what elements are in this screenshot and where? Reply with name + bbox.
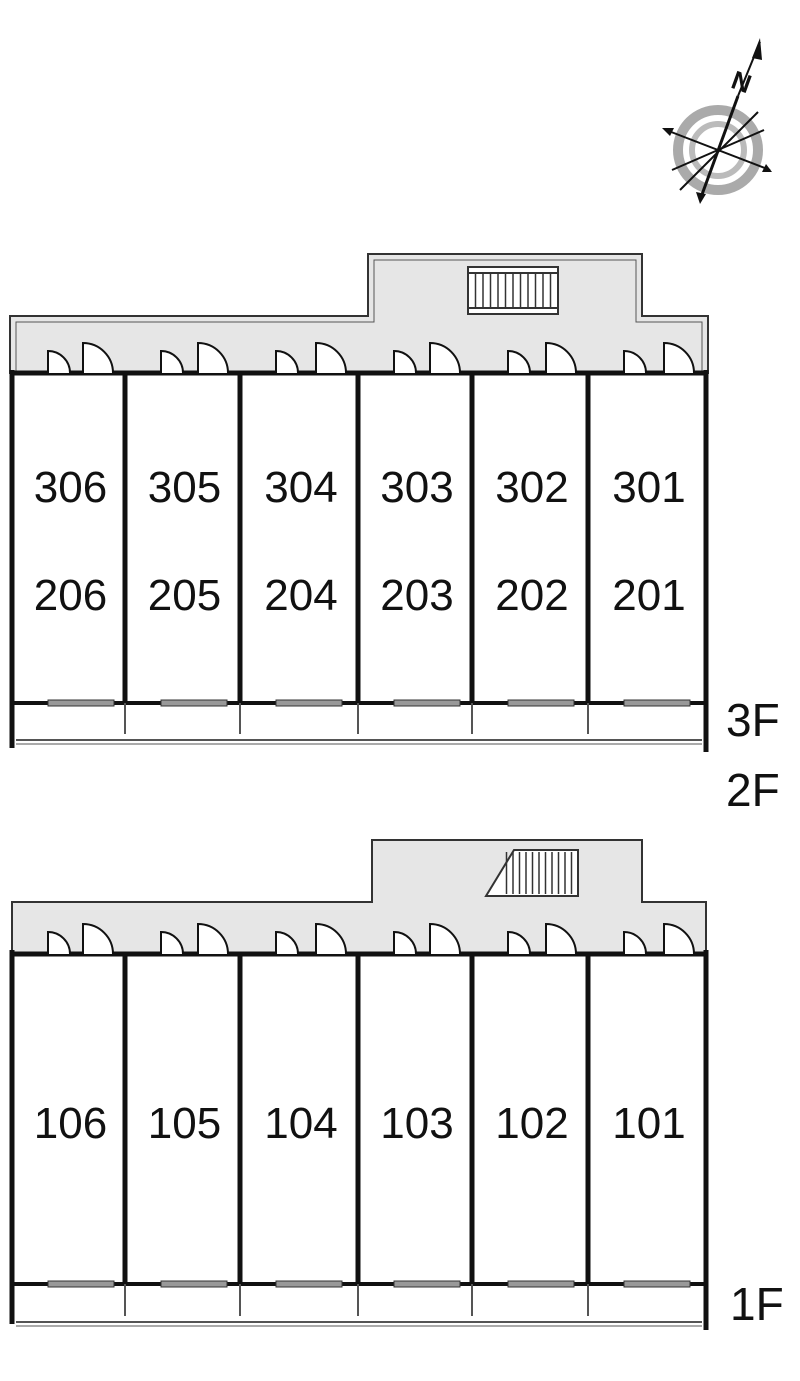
unit-number: 103 [380, 1099, 453, 1148]
unit-number: 105 [148, 1099, 221, 1148]
entrance-door-icon [82, 922, 114, 955]
entrance-door-icon [429, 341, 461, 374]
meter-box-door-icon [47, 930, 71, 955]
balcony-window [160, 1280, 228, 1288]
unit-number: 305 [148, 463, 221, 512]
entrance-door-icon [315, 341, 347, 374]
lower-block: 106 105 104 103 102 101 1F [9, 839, 784, 1330]
unit-number: 203 [380, 571, 453, 620]
unit-number: 101 [612, 1099, 685, 1148]
unit-number: 204 [264, 571, 337, 620]
meter-box-door-icon [275, 349, 299, 374]
balcony-window [275, 1280, 343, 1288]
unit-number: 301 [612, 463, 685, 512]
unit-number: 106 [34, 1099, 107, 1148]
balcony-window [507, 1280, 575, 1288]
upper-corridor [9, 253, 709, 374]
unit-number: 303 [380, 463, 453, 512]
floor-label-3f: 3F [726, 694, 780, 746]
unit-number: 202 [495, 571, 568, 620]
floor-label-1f: 1F [730, 1278, 784, 1330]
entrance-door-icon [545, 922, 577, 955]
balcony-window [275, 699, 343, 707]
floor-label-2f: 2F [726, 764, 780, 816]
meter-box-door-icon [393, 930, 417, 955]
unit-number: 201 [612, 571, 685, 620]
lower-corridor [11, 839, 707, 955]
balcony-window [160, 699, 228, 707]
balcony-window [47, 699, 115, 707]
balcony-window [623, 1280, 691, 1288]
meter-box-door-icon [393, 349, 417, 374]
balcony-window [47, 1280, 115, 1288]
meter-box-door-icon [507, 349, 531, 374]
balcony-window [393, 1280, 461, 1288]
unit-number: 205 [148, 571, 221, 620]
meter-box-door-icon [47, 349, 71, 374]
balcony-window [623, 699, 691, 707]
entrance-door-icon [663, 922, 695, 955]
lower-staircase [484, 849, 579, 897]
entrance-door-icon [429, 922, 461, 955]
entrance-door-icon [82, 341, 114, 374]
balcony-window [393, 699, 461, 707]
unit-number: 206 [34, 571, 107, 620]
meter-box-door-icon [623, 349, 647, 374]
meter-box-door-icon [160, 930, 184, 955]
entrance-door-icon [315, 922, 347, 955]
meter-box-door-icon [623, 930, 647, 955]
meter-box-door-icon [275, 930, 299, 955]
balcony-window [507, 699, 575, 707]
compass-rose-icon: N [662, 38, 772, 204]
unit-number: 304 [264, 463, 337, 512]
unit-number: 102 [495, 1099, 568, 1148]
unit-number: 306 [34, 463, 107, 512]
entrance-door-icon [663, 341, 695, 374]
entrance-door-icon [545, 341, 577, 374]
compass-north-label: N [728, 65, 756, 100]
meter-box-door-icon [507, 930, 531, 955]
upper-staircase [467, 266, 559, 315]
unit-number: 104 [264, 1099, 337, 1148]
entrance-door-icon [197, 341, 229, 374]
entrance-door-icon [197, 922, 229, 955]
meter-box-door-icon [160, 349, 184, 374]
unit-number: 302 [495, 463, 568, 512]
